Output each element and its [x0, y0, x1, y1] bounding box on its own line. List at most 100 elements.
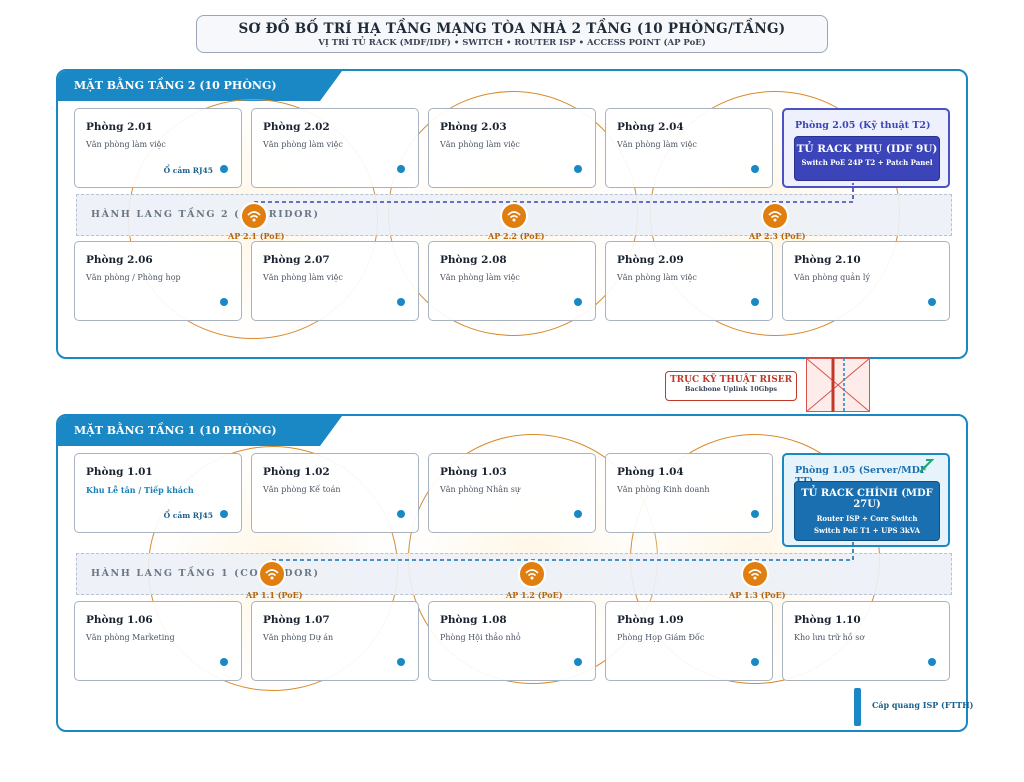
room-name: Phòng 2.07: [263, 254, 330, 266]
idf-rack-title: TỦ RACK PHỤ (IDF 9U): [796, 143, 938, 155]
room-name: Phòng 1.08: [440, 614, 507, 626]
floor-1-label: MẶT BẰNG TẦNG 1 (10 PHÒNG): [58, 416, 320, 446]
room-2-08: Phòng 2.08 Văn phòng làm việc: [428, 241, 596, 321]
room-2-05-tech: Phòng 2.05 (Kỹ thuật T2) TỦ RACK PHỤ (ID…: [782, 108, 950, 188]
room-2-06: Phòng 2.06 Văn phòng / Phòng họp: [74, 241, 242, 321]
floor-2-label: MẶT BẰNG TẦNG 2 (10 PHÒNG): [58, 71, 320, 101]
room-desc: Văn phòng làm việc: [440, 273, 520, 282]
room-1-03: Phòng 1.03 Văn phòng Nhân sự: [428, 453, 596, 533]
rj45-jack-icon: [928, 298, 936, 306]
room-2-04: Phòng 2.04 Văn phòng làm việc: [605, 108, 773, 188]
room-name: Phòng 2.08: [440, 254, 507, 266]
room-name: Phòng 2.05 (Kỹ thuật T2): [795, 120, 931, 131]
rj45-jack-icon: [574, 165, 582, 173]
rj45-jack-icon: [751, 510, 759, 518]
mdf-rack-equipment-2: Switch PoE T1 + UPS 3kVA: [814, 526, 920, 535]
mdf-rack: TỦ RACK CHÍNH (MDF 27U) Router ISP + Cor…: [794, 481, 940, 541]
rj45-jack-icon: [220, 165, 228, 173]
rj45-jack-icon: [574, 298, 582, 306]
corridor-label: HÀNH LANG TẦNG 1 (CORRIDOR): [91, 568, 320, 579]
room-1-08: Phòng 1.08 Phòng Hội thảo nhỏ: [428, 601, 596, 681]
riser-shaft: [805, 357, 870, 412]
ap-1-3-label: AP 1.3 (PoE): [729, 590, 786, 600]
room-name: Phòng 1.04: [617, 466, 684, 478]
room-desc: Văn phòng Marketing: [86, 633, 175, 642]
room-2-02: Phòng 2.02 Văn phòng làm việc: [251, 108, 419, 188]
room-name: Phòng 2.01: [86, 121, 153, 133]
room-desc: Văn phòng / Phòng họp: [86, 273, 181, 282]
ap-1-1-icon: [260, 562, 284, 586]
room-desc: Văn phòng làm việc: [440, 140, 520, 149]
room-desc: Phòng Hội thảo nhỏ: [440, 633, 521, 642]
rj45-jack-icon: [397, 165, 405, 173]
riser-title: TRỤC KỸ THUẬT RISER: [669, 375, 793, 385]
riser-label-box: TRỤC KỸ THUẬT RISER Backbone Uplink 10Gb…: [665, 371, 797, 401]
rj45-jack-icon: [751, 658, 759, 666]
room-name: Phòng 2.10: [794, 254, 861, 266]
room-1-09: Phòng 1.09 Phòng Họp Giám Đốc: [605, 601, 773, 681]
ap-2-3-icon: [763, 204, 787, 228]
ap-1-1-label: AP 1.1 (PoE): [246, 590, 303, 600]
room-desc: Kho lưu trữ hồ sơ: [794, 633, 865, 642]
room-name: Phòng 2.06: [86, 254, 153, 266]
rj45-jack-icon: [928, 658, 936, 666]
room-name: Phòng 1.10: [794, 614, 861, 626]
rj45-jack-icon: [574, 510, 582, 518]
riser-subtitle: Backbone Uplink 10Gbps: [684, 385, 778, 393]
rj45-jack-label: Ổ cắm RJ45: [163, 166, 213, 175]
room-desc: Văn phòng Nhân sự: [440, 485, 521, 494]
rj45-jack-icon: [397, 298, 405, 306]
idf-rack: TỦ RACK PHỤ (IDF 9U) Switch PoE 24P T2 +…: [794, 136, 940, 181]
room-name: Phòng 2.09: [617, 254, 684, 266]
room-name: Phòng 1.09: [617, 614, 684, 626]
room-desc: Văn phòng làm việc: [617, 140, 697, 149]
idf-rack-equipment: Switch PoE 24P T2 + Patch Panel: [801, 158, 933, 167]
room-name: Phòng 1.06: [86, 614, 153, 626]
room-desc: Văn phòng quản lý: [794, 273, 870, 282]
diagram-title: SƠ ĐỒ BỐ TRÍ HẠ TẦNG MẠNG TÒA NHÀ 2 TẦNG…: [238, 21, 786, 37]
floor-2-uplink-cable: [254, 183, 854, 203]
rj45-jack-icon: [220, 298, 228, 306]
floor-2-label-tip: [320, 71, 342, 101]
ap-1-2-icon: [520, 562, 544, 586]
riser-shaft-cross: [805, 357, 870, 412]
rj45-jack-label: Ổ cắm RJ45: [163, 511, 213, 520]
floor-2-plan: MẶT BẰNG TẦNG 2 (10 PHÒNG) Phòng 2.01 Vă…: [56, 69, 968, 359]
floor-1-plan: MẶT BẰNG TẦNG 1 (10 PHÒNG) Phòng 1.01 Kh…: [56, 414, 968, 732]
rj45-jack-icon: [220, 510, 228, 518]
room-2-09: Phòng 2.09 Văn phòng làm việc: [605, 241, 773, 321]
room-desc: Văn phòng Kinh doanh: [617, 485, 710, 494]
room-1-04: Phòng 1.04 Văn phòng Kinh doanh: [605, 453, 773, 533]
room-name: Phòng 1.03: [440, 466, 507, 478]
room-1-02: Phòng 1.02 Văn phòng Kế toán: [251, 453, 419, 533]
rj45-jack-icon: [397, 658, 405, 666]
room-name: Phòng 2.03: [440, 121, 507, 133]
ap-2-1-icon: [242, 204, 266, 228]
room-desc: Văn phòng Dự án: [263, 633, 334, 642]
floor-1-uplink-cable: [272, 459, 935, 561]
corridor-label: HÀNH LANG TẦNG 2 (CORRIDOR): [91, 209, 320, 220]
room-desc: Phòng Họp Giám Đốc: [617, 633, 705, 642]
room-1-07: Phòng 1.07 Văn phòng Dự án: [251, 601, 419, 681]
rj45-jack-icon: [751, 165, 759, 173]
diagram-subtitle: VỊ TRÍ TỦ RACK (MDF/IDF) • SWITCH • ROUT…: [318, 38, 706, 48]
rj45-jack-icon: [751, 298, 759, 306]
room-desc: Văn phòng làm việc: [263, 273, 343, 282]
room-desc: Văn phòng làm việc: [617, 273, 697, 282]
room-desc: Văn phòng làm việc: [86, 140, 166, 149]
room-2-01: Phòng 2.01 Văn phòng làm việc Ổ cắm RJ45: [74, 108, 242, 188]
diagram-title-box: SƠ ĐỒ BỐ TRÍ HẠ TẦNG MẠNG TÒA NHÀ 2 TẦNG…: [196, 15, 828, 53]
room-name: Phòng 1.01: [86, 466, 153, 478]
ap-1-3-icon: [743, 562, 767, 586]
room-name: Phòng 1.07: [263, 614, 330, 626]
room-1-01: Phòng 1.01 Khu Lễ tân / Tiếp khách Ổ cắm…: [74, 453, 242, 533]
ap-2-2-icon: [502, 204, 526, 228]
room-name: Phòng 2.02: [263, 121, 330, 133]
rj45-jack-icon: [220, 658, 228, 666]
room-1-10: Phòng 1.10 Kho lưu trữ hồ sơ: [782, 601, 950, 681]
mdf-rack-title: TỦ RACK CHÍNH (MDF 27U): [801, 488, 933, 510]
room-name: Phòng 1.02: [263, 466, 330, 478]
room-desc: Khu Lễ tân / Tiếp khách: [86, 485, 194, 495]
rj45-jack-icon: [397, 510, 405, 518]
room-name: Phòng 2.04: [617, 121, 684, 133]
